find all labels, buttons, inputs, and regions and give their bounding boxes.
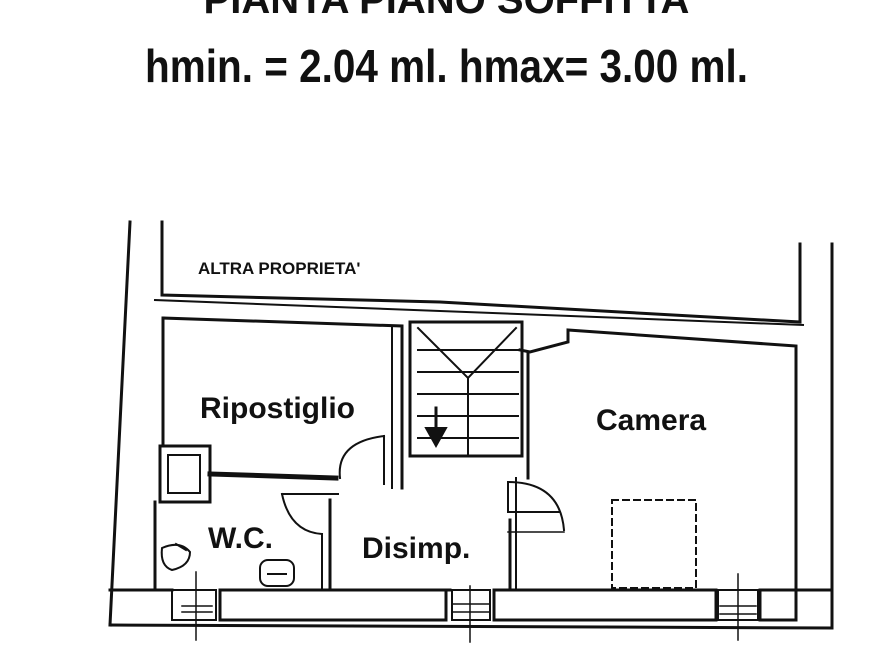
label-wc: W.C. — [208, 522, 273, 555]
camera-door — [506, 480, 566, 533]
label-disimpegno: Disimp. — [362, 532, 470, 565]
wc-door — [280, 492, 339, 536]
staircase — [408, 320, 524, 458]
plan-heights: hmin. = 2.04 ml. hmax= 3.00 ml. — [145, 40, 748, 92]
room-wc-walls — [153, 444, 339, 592]
room-camera-walls — [515, 328, 798, 592]
label-ripostiglio: Ripostiglio — [200, 392, 355, 425]
bottom-wall — [108, 588, 834, 622]
room-disimpegno-walls — [321, 498, 512, 592]
exterior-walls — [108, 220, 834, 630]
plan-title: PIANTA PIANO SOFFITTA — [203, 0, 690, 22]
wc-fixtures — [160, 542, 295, 587]
label-camera: Camera — [596, 404, 706, 437]
ripostiglio-door — [338, 434, 386, 485]
windows — [181, 571, 759, 643]
room-ripostiglio-walls — [161, 316, 404, 490]
label-neighbor-property: ALTRA PROPRIETA' — [198, 259, 360, 278]
